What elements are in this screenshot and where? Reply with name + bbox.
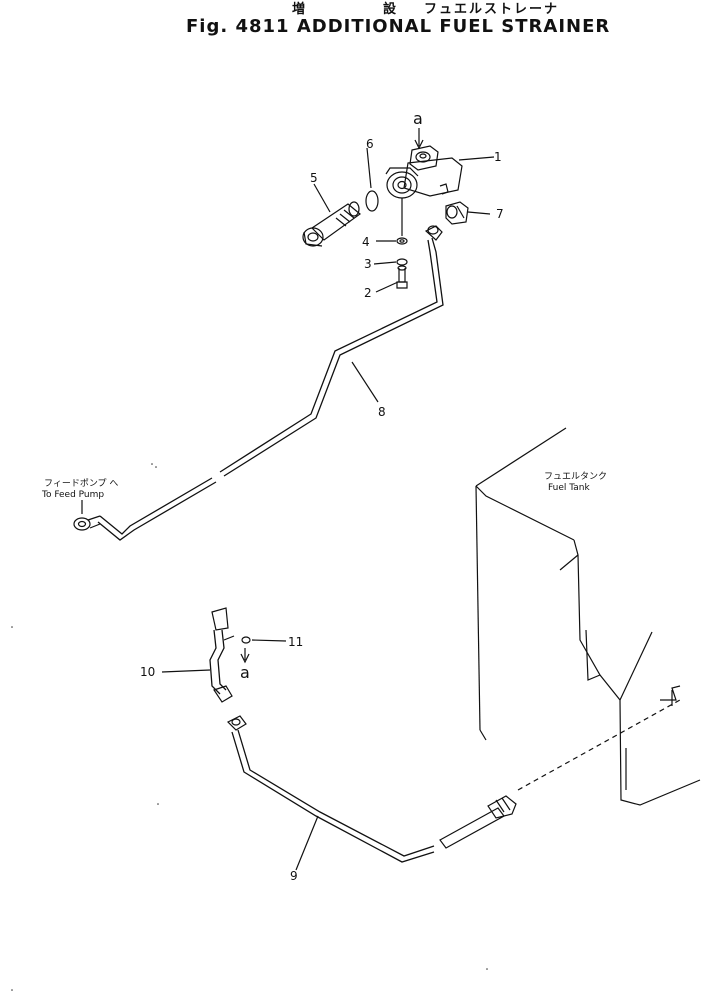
callout-9: 9 [290, 869, 298, 883]
fuel-tank-note-jp: フュエルタンク [544, 471, 607, 482]
elbow-fitting[interactable] [445, 201, 469, 225]
reference-a-bottom: a [240, 663, 250, 682]
callout-4: 4 [362, 235, 370, 249]
fuel-pipe-9[interactable] [226, 715, 517, 863]
title-japanese: 増 設 フュエルストレーナ [0, 0, 703, 17]
bolt-2[interactable] [396, 265, 408, 289]
title-kana: フュエルストレーナ [424, 2, 560, 17]
callout-7: 7 [496, 207, 504, 221]
callout-5: 5 [310, 171, 318, 185]
title-kanji-1: 増 [292, 2, 308, 17]
leader-lines [81, 128, 495, 871]
washer-11[interactable] [241, 636, 251, 644]
callout-6: 6 [366, 137, 374, 151]
fuel-pipe-8[interactable] [73, 225, 444, 541]
fuel-tank [475, 427, 701, 806]
callout-10: 10 [140, 665, 155, 679]
reference-a-top: a [413, 109, 423, 128]
callout-8: 8 [378, 405, 386, 419]
strainer-head[interactable] [385, 145, 463, 236]
o-ring[interactable] [365, 190, 379, 212]
fuel-tank-note-en: Fuel Tank [548, 483, 591, 493]
filter-element[interactable] [302, 201, 361, 247]
washer-4[interactable] [396, 237, 408, 245]
feed-pump-note-jp: フィードポンプ へ [44, 478, 118, 489]
feed-pump-note-en: To Feed Pump [41, 490, 104, 500]
title-kanji-2: 設 [383, 2, 399, 17]
washer-3[interactable] [396, 258, 408, 266]
callout-2: 2 [364, 286, 372, 300]
scan-specks [11, 463, 488, 991]
fuel-pipe-10[interactable] [209, 607, 235, 703]
figure-title: Fig. 4811 ADDITIONAL FUEL STRAINER [186, 16, 611, 37]
callout-3: 3 [364, 257, 372, 271]
callout-11: 11 [288, 635, 303, 649]
callout-1: 1 [494, 150, 502, 164]
